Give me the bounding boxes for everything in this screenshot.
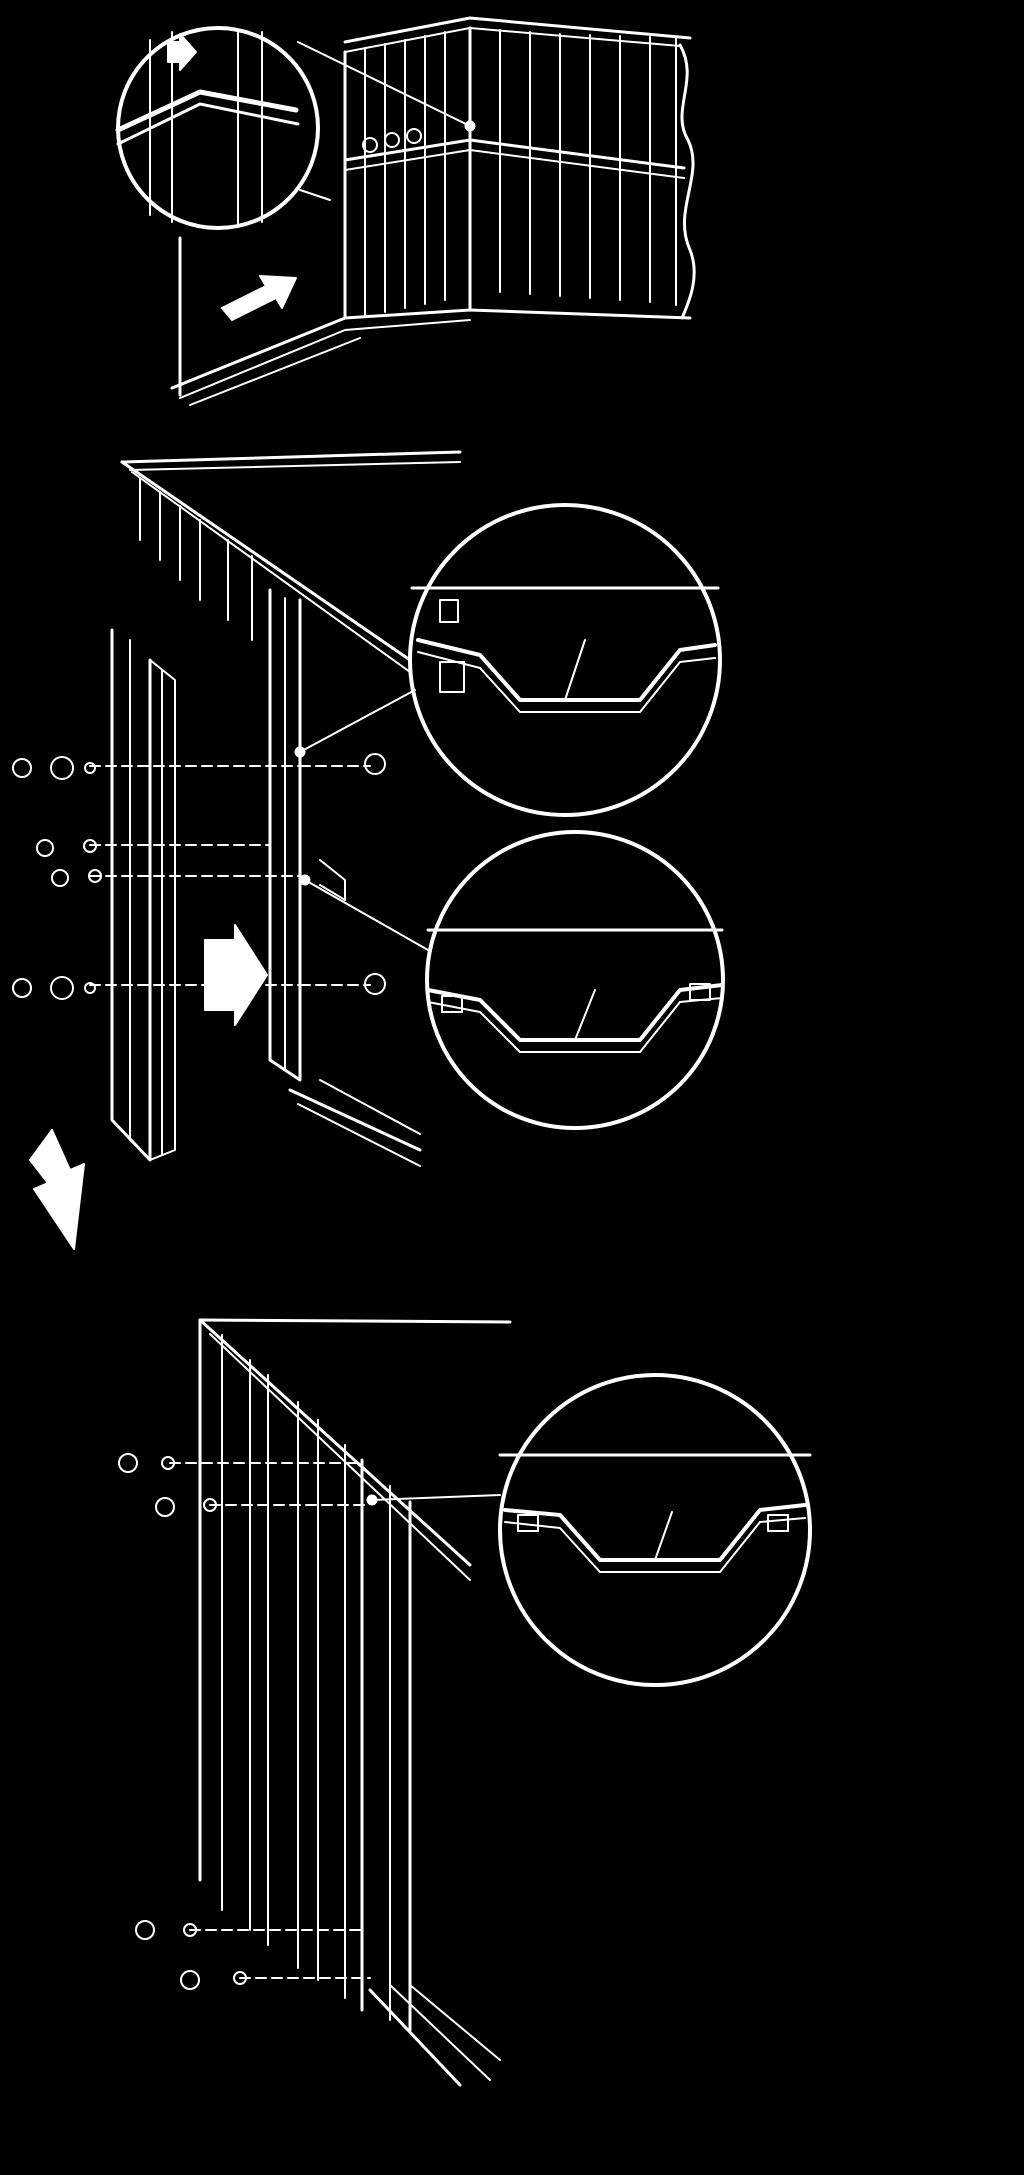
step-1-detail-callout — [115, 26, 320, 230]
step-1-direction-arrow — [221, 275, 297, 321]
step-1-panel — [115, 16, 696, 406]
step-2-direction-arrow — [29, 1129, 85, 1250]
step-3-detail-callout — [371, 1373, 812, 1687]
step-2-detail-callout-upper — [294, 503, 722, 817]
step-2-insert-arrow — [204, 924, 268, 1026]
step-2-panel — [12, 450, 725, 1250]
step-2-detail-callout-lower — [299, 830, 725, 1130]
step-2-fasteners — [12, 753, 386, 1000]
step-3-panel — [118, 1318, 812, 2087]
